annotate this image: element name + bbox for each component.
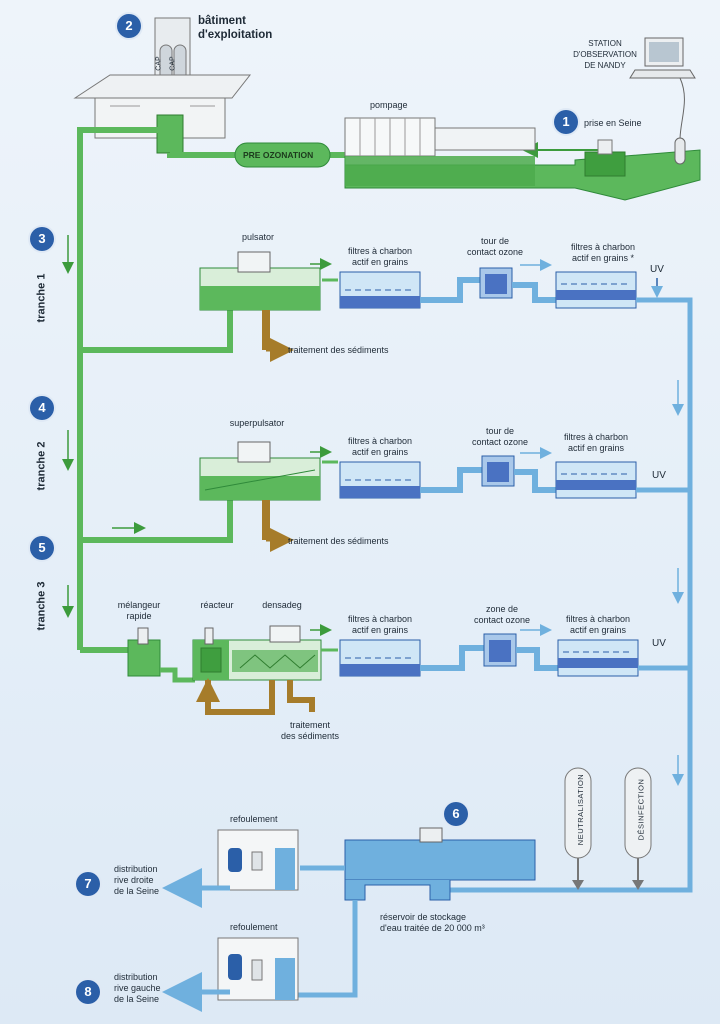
badge-2: 2: [117, 14, 141, 38]
preozonation-unit: [234, 142, 331, 168]
row1-filter2: [555, 271, 637, 309]
preozonation-label: PRE OZONATION: [243, 150, 314, 160]
pumping-station: [344, 117, 701, 201]
neutralisation-tank: [564, 767, 592, 890]
flow-arrows: [62, 235, 332, 636]
row1-pulsator: [199, 251, 321, 362]
pumping-refoulement-2: [162, 937, 299, 1012]
row3-sludge-label: traitement des sédiments: [280, 720, 340, 741]
row3-mixer: [127, 627, 195, 683]
tranche-2-label: tranche 2: [35, 441, 48, 491]
row2-uv-label: UV: [652, 470, 666, 481]
distribution-right-label: distribution rive droite de la Seine: [114, 864, 160, 896]
pumping-refoulement-1: [162, 829, 299, 908]
badge-1: 1: [554, 110, 578, 134]
refoulement-2-label: refoulement: [230, 922, 278, 932]
row3-filter2: [557, 639, 639, 677]
row3-filter2-label: filtres à charbon actif en grains: [565, 614, 631, 635]
row1-filter2-label: filtres à charbon actif en grains *: [570, 242, 636, 263]
disinfection-tank: [624, 767, 652, 890]
refoulement-1-label: refoulement: [230, 814, 278, 824]
intake-label: prise en Seine: [584, 118, 642, 128]
row1-filter1-label: filtres à charbon actif en grains: [347, 246, 413, 267]
row2-ozone-label: tour de contact ozone: [471, 426, 529, 447]
row3-reactor-label: réacteur: [200, 600, 234, 610]
badge-3: 3: [30, 227, 54, 251]
row2-filter1: [339, 461, 421, 499]
row1-sludge-label: traitement des sédiments: [288, 345, 389, 355]
row1-settler-label: pulsator: [241, 232, 275, 242]
row3-filter1: [339, 639, 421, 677]
badge-8: 8: [76, 980, 100, 1004]
row2-filter1-label: filtres à charbon actif en grains: [347, 436, 413, 457]
row2-settler-label: superpulsator: [229, 418, 285, 428]
storage-reservoir: [295, 827, 536, 998]
row2-ozone: [481, 455, 515, 487]
distribution-left-label: distribution rive gauche de la Seine: [114, 972, 161, 1004]
tranche-1-label: tranche 1: [35, 273, 48, 323]
treated-water-pipes: [450, 297, 693, 893]
row2-filter2: [555, 461, 637, 499]
row3-uv-label: UV: [652, 638, 666, 649]
row3-mixer-label: mélangeur rapide: [117, 600, 161, 621]
row3-densadeg-label: densadeg: [262, 600, 302, 610]
badge-6: 6: [444, 802, 468, 826]
raw-water-pipes: [77, 127, 345, 653]
cap-label-2: CAP: [169, 56, 177, 71]
row3-reactor-densadeg: [192, 625, 322, 715]
row2-superpulsator: [199, 441, 321, 552]
badge-4: 4: [30, 396, 54, 420]
disinfection-label: DÉSINFECTION: [636, 778, 646, 841]
monitoring-station: [629, 37, 696, 165]
row1-ozone: [479, 267, 513, 299]
row3-filter1-label: filtres à charbon actif en grains: [347, 614, 413, 635]
cap-label-1: CAP: [155, 56, 163, 71]
tranche-3-label: tranche 3: [35, 581, 48, 631]
row1-uv-label: UV: [650, 264, 664, 275]
row2-filter2-label: filtres à charbon actif en grains: [563, 432, 629, 453]
reservoir-label: réservoir de stockage d'eau traitée de 2…: [380, 912, 485, 933]
station-label: STATION D'OBSERVATION DE NANDY: [573, 39, 637, 70]
badge-7: 7: [76, 872, 100, 896]
neutralisation-label: NEUTRALISATION: [576, 773, 586, 846]
pumping-label: pompage: [370, 100, 408, 110]
building-label: bâtiment d'exploitation: [198, 15, 273, 41]
row2-sludge-label: traitement des sédiments: [288, 536, 389, 546]
row1-filter1: [339, 271, 421, 309]
row1-ozone-label: tour de contact ozone: [466, 236, 524, 257]
row3-ozone-label: zone de contact ozone: [473, 604, 531, 625]
badge-5: 5: [30, 536, 54, 560]
row3-ozone: [483, 633, 517, 667]
